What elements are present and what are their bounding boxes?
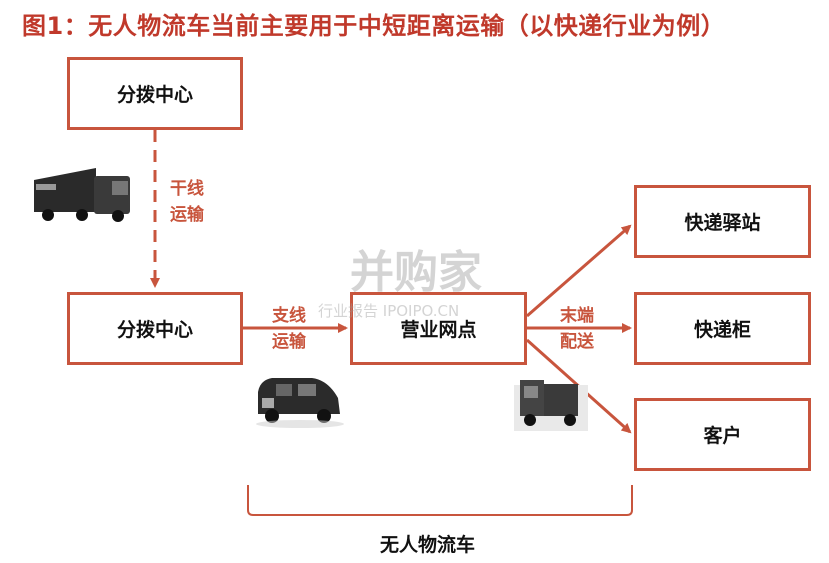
edge-label-last-mile-line2: 配送 (560, 332, 594, 352)
node-hub-mid: 分拨中心 (67, 292, 243, 365)
edge-label-branch: 支线 运输 (272, 303, 306, 355)
watermark-main: 并购家 (350, 247, 482, 298)
edge-label-last-mile-line1: 末端 (560, 306, 594, 326)
edge-label-branch-line2: 运输 (272, 332, 306, 352)
node-station: 快递驿站 (634, 185, 811, 258)
watermark-sub: 行业报告 IPOIPO.CN (318, 302, 460, 320)
tricycle-icon (514, 380, 588, 431)
node-hub-top: 分拨中心 (67, 57, 243, 130)
edge-label-trunk-line2: 运输 (170, 205, 204, 225)
bracket-label: 无人物流车 (380, 534, 476, 556)
node-outlet: 营业网点 (350, 292, 527, 365)
bracket (247, 485, 633, 516)
truck-icon (34, 168, 130, 222)
arrow-to-station (526, 224, 632, 318)
figure-title: 图1：无人物流车当前主要用于中短距离运输（以快递行业为例） (22, 12, 726, 40)
edge-label-trunk-line1: 干线 (170, 179, 204, 199)
edge-label-branch-line1: 支线 (272, 306, 306, 326)
node-customer: 客户 (634, 398, 811, 471)
edge-label-last-mile: 末端 配送 (560, 303, 594, 355)
van-icon (256, 378, 344, 428)
node-locker: 快递柜 (634, 292, 811, 365)
edge-label-trunk: 干线 运输 (170, 176, 204, 228)
